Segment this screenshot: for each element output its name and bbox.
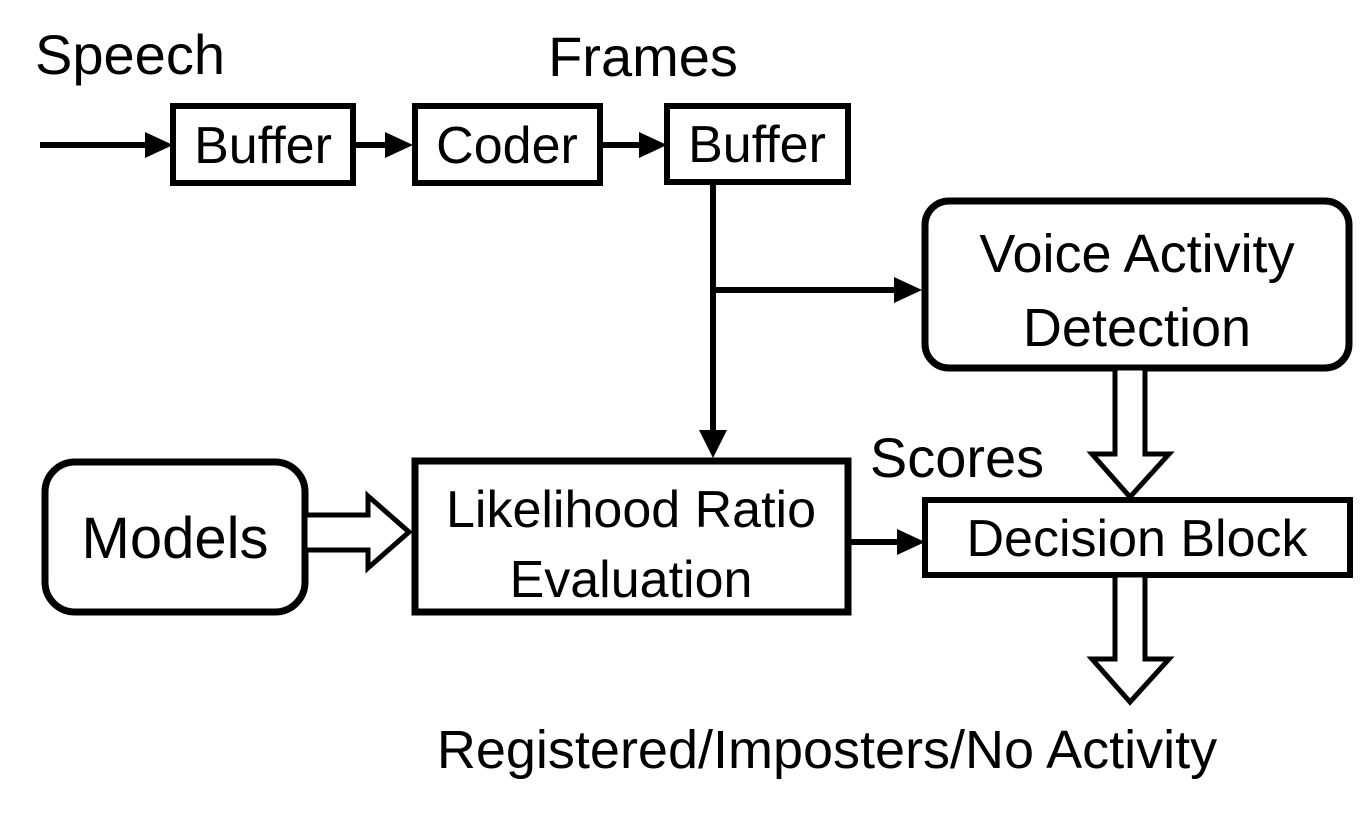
speech-input-arrow xyxy=(40,132,173,158)
decision-label: Decision Block xyxy=(966,510,1308,568)
models-label: Models xyxy=(82,506,269,571)
lre-label-line2: Evaluation xyxy=(510,551,753,609)
lre-to-decision-arrowhead-icon xyxy=(897,529,925,555)
lre-to-decision-arrow xyxy=(848,529,925,555)
vad-to-decision-hollow-arrow-icon xyxy=(1086,365,1175,501)
coder-label: Coder xyxy=(436,117,578,175)
coder-to-buffer-arrow xyxy=(600,132,667,158)
output-label: Registered/Imposters/No Activity xyxy=(437,720,1217,780)
frames-label: Frames xyxy=(548,25,738,88)
frames-to-lre-arrowhead-icon xyxy=(699,430,727,458)
vad-label-line1: Voice Activity xyxy=(979,224,1294,284)
decision-to-output-hollow-arrow-icon xyxy=(1086,572,1175,706)
frames-to-vad-arrow xyxy=(710,277,922,303)
frames-to-vad-arrowhead-icon xyxy=(894,277,922,303)
coder-to-buffer-arrowhead-icon xyxy=(639,132,667,158)
models-to-lre-hollow-arrow-icon xyxy=(302,490,413,574)
vad-label-line2: Detection xyxy=(1023,298,1251,358)
buffer-to-coder-arrowhead-icon xyxy=(385,132,413,158)
frame-buffer-label: Buffer xyxy=(688,116,826,174)
input-buffer-label: Buffer xyxy=(194,117,332,175)
lre-box xyxy=(411,457,852,616)
buffer-to-coder-arrow xyxy=(353,132,413,158)
speech-label: Speech xyxy=(35,23,225,86)
frames-to-lre-arrow xyxy=(699,182,727,458)
speech-input-arrowhead-icon xyxy=(145,132,173,158)
lre-label-line1: Likelihood Ratio xyxy=(446,481,816,539)
scores-label: Scores xyxy=(870,426,1044,489)
frame-buffer-box xyxy=(664,103,851,185)
